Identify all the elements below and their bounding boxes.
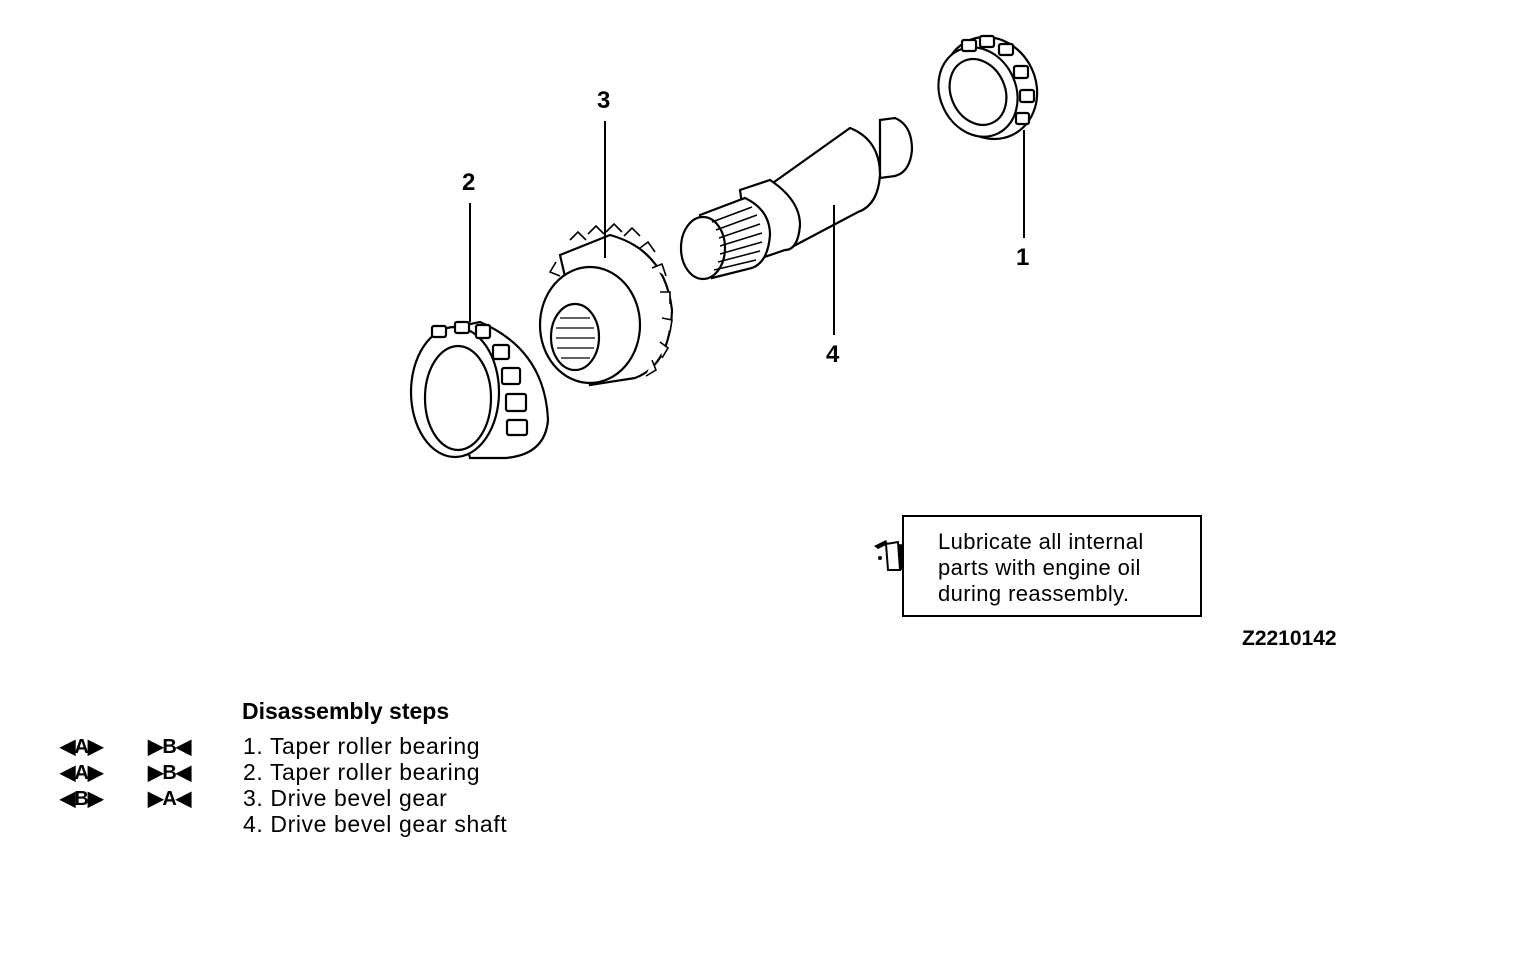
install-marker: ▶B◀: [148, 736, 191, 758]
install-marker: ▶B◀: [148, 762, 191, 784]
note-line: Lubricate all internal: [938, 529, 1144, 554]
drive-bevel-gear-shaft: [679, 116, 914, 281]
removal-marker: ◀A▶: [60, 762, 103, 784]
lubrication-note: Lubricate all internal parts with engine…: [902, 515, 1202, 617]
step-row: ◀A▶ ▶B◀ 1. Taper roller bearing: [0, 733, 600, 759]
step-text: 1. Taper roller bearing: [243, 733, 481, 759]
callout-2: 2: [462, 169, 476, 196]
step-text: 3. Drive bevel gear: [243, 785, 448, 811]
step-row: ◀A▶ ▶B◀ 2. Taper roller bearing: [0, 759, 600, 785]
figure-code: Z2210142: [1242, 627, 1337, 650]
removal-marker: ◀B▶: [60, 788, 103, 810]
callout-1: 1: [1016, 244, 1030, 271]
steps-title: Disassembly steps: [242, 698, 450, 724]
callout-4: 4: [826, 341, 840, 368]
step-text: 4. Drive bevel gear shaft: [243, 811, 508, 837]
step-row: ◀B▶ ▶A◀ 3. Drive bevel gear: [0, 785, 600, 811]
note-line: during reassembly.: [938, 581, 1130, 606]
step-text: 2. Taper roller bearing: [243, 759, 481, 785]
note-text: Lubricate all internal parts with engine…: [938, 529, 1198, 607]
taper-roller-bearing-1: [937, 34, 1039, 141]
drive-bevel-gear: [538, 222, 674, 387]
exploded-parts-diagram: [409, 34, 1039, 460]
callout-3: 3: [597, 87, 611, 114]
step-row: 4. Drive bevel gear shaft: [0, 811, 600, 837]
removal-marker: ◀A▶: [60, 736, 103, 758]
note-line: parts with engine oil: [938, 555, 1141, 580]
taper-roller-bearing-2: [409, 320, 550, 460]
install-marker: ▶A◀: [148, 788, 191, 810]
